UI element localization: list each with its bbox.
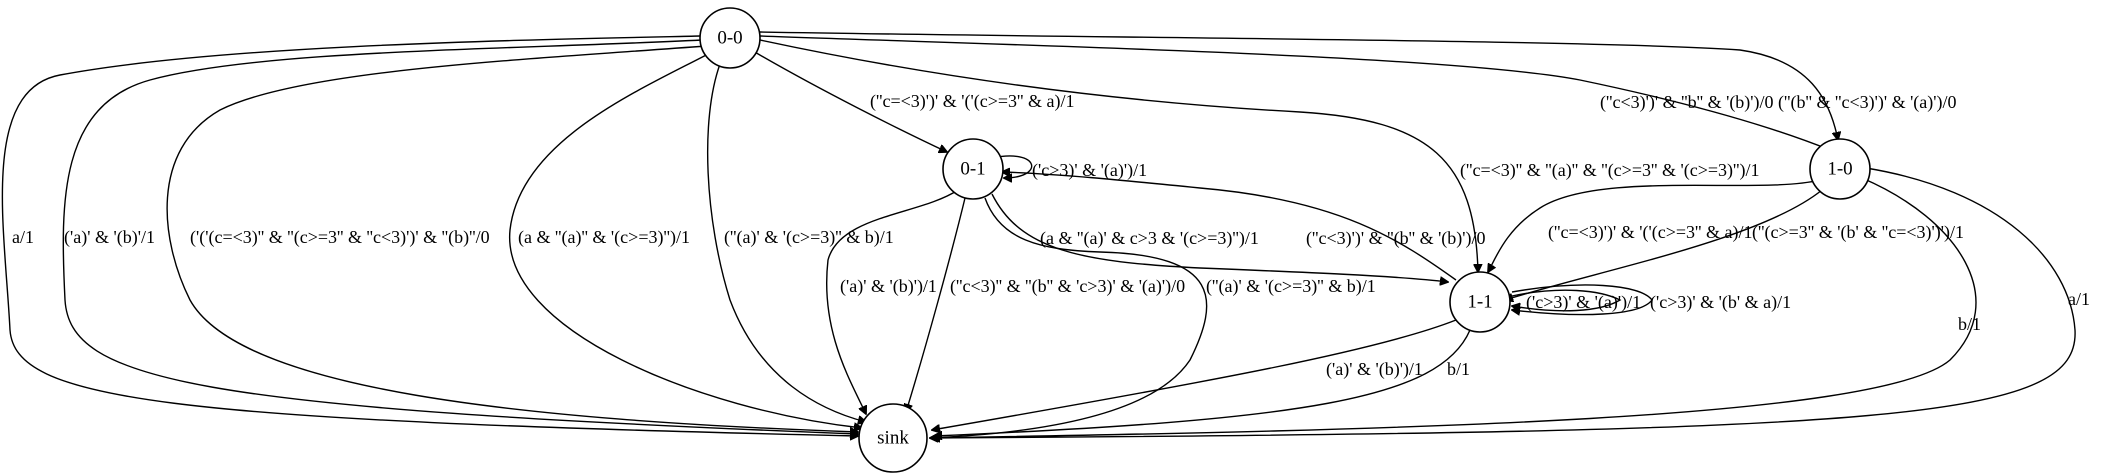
edge-00-sink-long [166,45,858,432]
edge-10-11-a [1488,179,1821,272]
node-1-1[interactable]: 1-1 [1449,271,1511,333]
edge-label: (''c<3)'' & ''(b'' & 'c>3)' & '(a)')/0 [950,276,1185,297]
edge-label: b/1 [1958,314,1981,334]
edge-label: ('a)' & '(b)')/1 [1326,359,1423,380]
edge-01-01 [991,155,1033,178]
edge-label: ('a)' & '(b)'/1 [64,227,155,248]
edge-label: a/1 [2068,289,2090,309]
edge-01-sink-ab [826,189,959,414]
edge-11-sink-b [934,329,1471,436]
edge-00-11 [759,39,1478,272]
edge-label: ('c>3)' & '(a)')/1 [1526,292,1641,313]
edge-label: ('('(c=<3)'' & ''(c>=3'' & ''c<3)')' & '… [190,227,490,248]
edges: a/1 ('a)' & '(b)'/1 ('('(c=<3)'' & ''(c>… [1,31,2090,438]
edge-label: (''(c>=3'' & '(b' & ''c=<3)')')/1 [1752,222,1964,243]
edge-10-11-b [1505,189,1823,300]
edge-00-sink-a-a [509,51,862,428]
edge-label: b/1 [1447,359,1470,379]
edge-label: (a & ''(a)' & c>3 & '(c>=3)'')/1 [1040,228,1259,249]
edge-00-sink-a-b [706,63,866,422]
edge-11-01 [1002,172,1457,281]
edge-01-sink-a-b [930,197,1208,438]
edge-label: (''(a)' & '(c>=3)'' & b)/1 [1206,276,1376,297]
nodes: 0-0 0-1 1-0 1-1 sink [699,7,1871,473]
edge-00-10-b [759,31,1838,140]
edge-label: (''c=<3)')' & '('(c>=3'' & a)/1 [870,91,1075,112]
edge-00-sink-ab [62,39,858,434]
edge-label: ('c>3)' & '(b' & a)/1 [1650,292,1791,313]
node-label: 0-1 [960,159,985,180]
edge-label: (''c<3)')' & ''(b'' & '(b)')/0 [1306,228,1486,249]
node-sink[interactable]: sink [858,403,928,473]
edge-label: (''(b'' & ''c<3)')' & '(a)')/0 [1778,92,1957,113]
edge-label: a/1 [12,227,34,247]
edge-01-sink-c3 [906,193,967,412]
node-label: 1-0 [1827,159,1852,180]
node-label: 1-1 [1467,292,1492,313]
node-0-1[interactable]: 0-1 [942,138,1004,200]
edge-00-sink-a [1,35,858,436]
edge-label: (''c=<3)'' & ''(a)'' & ''(c>=3'' & '(c>=… [1460,160,1759,181]
node-0-0[interactable]: 0-0 [699,7,761,69]
edge-11-11-a [1512,289,1622,311]
node-label: sink [877,428,909,449]
edge-00-10-a [759,35,1830,150]
edge-label: ('a)' & '(b)')/1 [840,276,937,297]
edge-10-sink-a [932,167,2076,438]
edge-label: (''(a)' & '(c>=3)'' & b)/1 [724,227,894,248]
edge-label: (''c=<3)')' & '('(c>=3'' & a)/1 [1548,222,1753,243]
node-label: 0-0 [717,28,742,49]
edge-label: (a & ''(a)'' & '(c>=3)'')/1 [518,227,690,248]
edge-01-11 [991,193,1448,282]
edge-label: (''c<3)')' & ''b'' & '(b)')/0 [1600,92,1774,113]
edge-11-11-b [1512,284,1653,315]
edge-10-sink-b [930,177,1977,438]
edge-00-01 [752,50,947,152]
edge-11-sink-ab [932,319,1457,430]
node-1-0[interactable]: 1-0 [1809,138,1871,200]
